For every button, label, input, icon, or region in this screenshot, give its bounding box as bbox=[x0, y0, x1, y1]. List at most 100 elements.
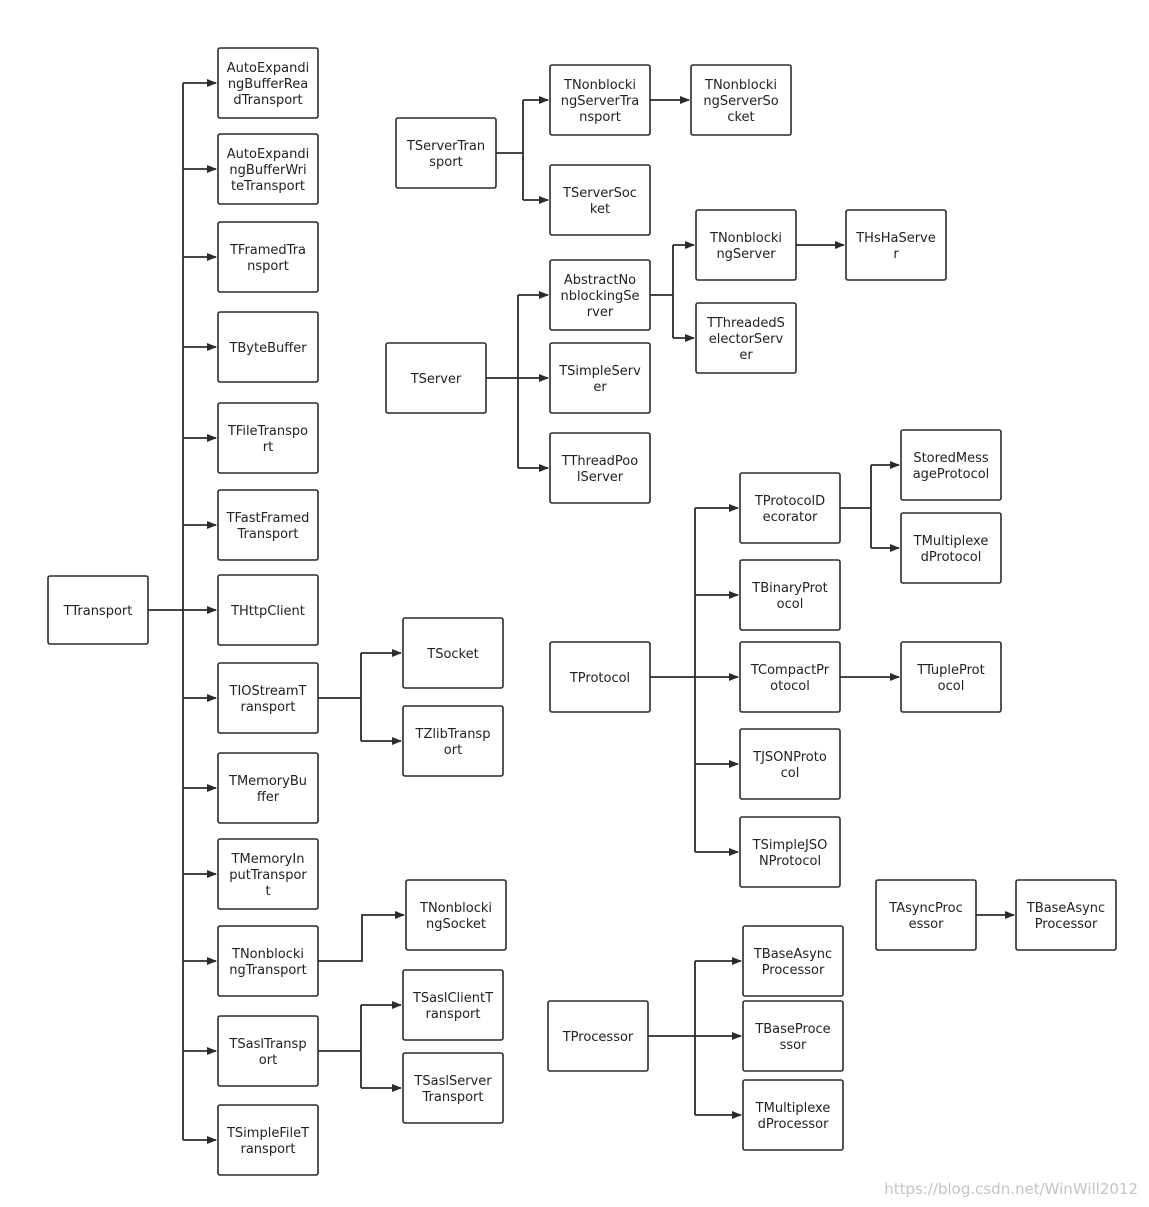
node-label-line: TMultiplexe bbox=[755, 1101, 831, 1116]
node-label-line: otocol bbox=[770, 679, 810, 694]
node-box bbox=[402, 705, 504, 777]
node-label-line: teTransport bbox=[231, 179, 305, 194]
node-box bbox=[845, 209, 947, 281]
node-label-line: ket bbox=[590, 202, 610, 217]
node-label-line: er bbox=[739, 348, 753, 363]
node-label-line: TThreadPoo bbox=[561, 454, 638, 469]
node-label-line: AutoExpandi bbox=[227, 147, 309, 162]
node-label-line: TMemoryBu bbox=[228, 774, 307, 789]
node-label-line: TProcessor bbox=[562, 1030, 634, 1045]
node-box bbox=[549, 259, 651, 331]
node-label-line: TNonblocki bbox=[231, 947, 304, 962]
node-label-line: AutoExpandi bbox=[227, 61, 309, 76]
node-label-line: TMemoryIn bbox=[231, 852, 305, 867]
class-node-tbytebuffer: TByteBuffer bbox=[217, 311, 319, 383]
node-box bbox=[547, 1000, 649, 1072]
node-box bbox=[405, 879, 507, 951]
node-label-line: putTranspor bbox=[229, 868, 307, 883]
node-box bbox=[217, 838, 319, 910]
node-box bbox=[217, 311, 319, 383]
node-box bbox=[900, 641, 1002, 713]
edge-group-tserver bbox=[486, 291, 549, 472]
node-box bbox=[742, 1079, 844, 1151]
node-box bbox=[739, 728, 841, 800]
node-box bbox=[549, 164, 651, 236]
class-node-tserver: TServer bbox=[385, 342, 487, 414]
node-box bbox=[739, 641, 841, 713]
edge-group-tprotocol bbox=[650, 504, 739, 856]
node-label-line: dProcessor bbox=[758, 1117, 830, 1132]
node-box bbox=[385, 342, 487, 414]
edges-layer bbox=[148, 79, 1015, 1144]
node-label-line: lServer bbox=[577, 470, 624, 485]
node-label-line: nblockingSe bbox=[560, 289, 639, 304]
node-label-line: t bbox=[265, 884, 270, 899]
edge-group-tiostream bbox=[318, 649, 402, 745]
node-box bbox=[217, 402, 319, 474]
edge-group-tsasltransport bbox=[318, 1001, 402, 1092]
node-box bbox=[695, 302, 797, 374]
node-label-line: TNonblocki bbox=[563, 78, 636, 93]
node-label-line: ngServerTra bbox=[561, 94, 639, 109]
node-label-line: TServer bbox=[410, 372, 462, 387]
node-label-line: THsHaServe bbox=[855, 231, 936, 246]
node-label-line: TNonblocki bbox=[419, 901, 492, 916]
node-box bbox=[402, 969, 504, 1041]
node-box bbox=[900, 429, 1002, 501]
node-label-line: TCompactPr bbox=[750, 663, 830, 678]
node-label-line: col bbox=[781, 766, 800, 781]
node-box bbox=[739, 472, 841, 544]
node-label-line: TAsyncProc bbox=[888, 901, 962, 916]
edge-group-tprocessor bbox=[648, 957, 742, 1119]
node-label-line: r bbox=[893, 247, 899, 262]
node-label-line: Processor bbox=[762, 963, 825, 978]
node-box bbox=[549, 342, 651, 414]
node-box bbox=[742, 1000, 844, 1072]
node-label-line: TJSONProto bbox=[752, 750, 827, 765]
node-label-line: ransport bbox=[426, 1007, 481, 1022]
node-label-line: nsport bbox=[579, 110, 621, 125]
class-node-tprocessor: TProcessor bbox=[547, 1000, 649, 1072]
node-label-line: TSimpleJSO bbox=[752, 838, 828, 853]
node-label-line: rt bbox=[263, 440, 273, 455]
node-label-line: TNonblocki bbox=[709, 231, 782, 246]
node-label-line: TSaslClientT bbox=[412, 991, 493, 1006]
node-label-line: TTransport bbox=[63, 604, 133, 619]
node-label-line: TBinaryProt bbox=[751, 581, 827, 596]
class-node-tprotocol: TProtocol bbox=[549, 641, 651, 713]
node-label-line: Transport bbox=[236, 527, 298, 542]
node-box bbox=[217, 489, 319, 561]
node-box bbox=[47, 575, 149, 645]
node-label-line: TThreadedS bbox=[706, 316, 785, 331]
node-box bbox=[217, 1015, 319, 1087]
node-label-line: NProtocol bbox=[759, 854, 821, 869]
node-label-line: Transport bbox=[421, 1090, 483, 1105]
node-box bbox=[549, 641, 651, 713]
node-label-line: TZlibTransp bbox=[415, 727, 491, 742]
node-label-line: ort bbox=[444, 743, 462, 758]
node-label-line: ffer bbox=[257, 790, 280, 805]
